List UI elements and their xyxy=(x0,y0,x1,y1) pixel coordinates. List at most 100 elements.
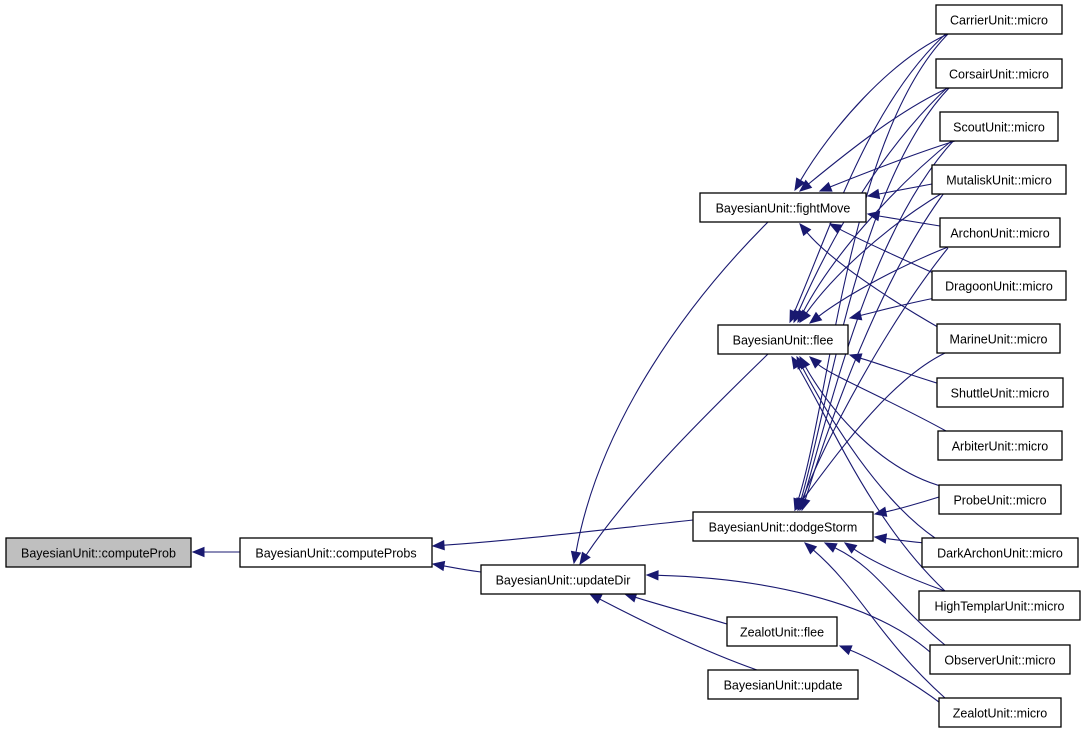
node-label: BayesianUnit::fightMove xyxy=(716,202,851,216)
node-scout[interactable]: ScoutUnit::micro xyxy=(939,111,1059,142)
node-box[interactable] xyxy=(692,511,874,542)
arrowhead-icon xyxy=(873,506,888,517)
node-box[interactable] xyxy=(480,564,646,595)
node-box[interactable] xyxy=(699,192,867,223)
edge-update-to-updateDir xyxy=(588,593,758,671)
edge-line xyxy=(575,221,769,553)
edge-archon-to-fightMove xyxy=(866,210,941,227)
node-label: BayesianUnit::dodgeStorm xyxy=(709,521,858,535)
node-box[interactable] xyxy=(939,111,1059,142)
edge-flee-to-updateDir xyxy=(579,353,769,566)
node-fightMove[interactable]: BayesianUnit::fightMove xyxy=(699,192,867,223)
node-label: MutaliskUnit::micro xyxy=(946,174,1052,188)
edge-fightMove-to-updateDir xyxy=(570,221,769,565)
node-label: CarrierUnit::micro xyxy=(950,14,1048,28)
node-label: ObserverUnit::micro xyxy=(944,654,1055,668)
edge-line xyxy=(885,496,940,513)
arrowhead-icon xyxy=(794,497,807,512)
node-computeProb[interactable]: BayesianUnit::computeProb xyxy=(5,537,192,568)
node-box[interactable] xyxy=(918,590,1081,621)
arrowhead-icon xyxy=(804,542,818,555)
node-box[interactable] xyxy=(726,616,838,647)
node-box[interactable] xyxy=(936,323,1061,354)
node-box[interactable] xyxy=(5,537,192,568)
edge-line xyxy=(802,138,956,500)
edge-line xyxy=(801,247,949,501)
edge-line xyxy=(443,565,482,573)
arrowhead-icon xyxy=(431,540,445,551)
node-box[interactable] xyxy=(931,270,1067,301)
edge-line xyxy=(878,215,941,227)
edge-line xyxy=(829,140,956,188)
edge-marine-to-dodgeStorm xyxy=(794,352,946,512)
edge-line xyxy=(808,87,949,185)
node-marine[interactable]: MarineUnit::micro xyxy=(936,323,1061,354)
edge-darkArchon-to-dodgeStorm xyxy=(873,533,926,544)
node-label: BayesianUnit::updateDir xyxy=(496,574,631,588)
edges-layer xyxy=(191,29,956,706)
node-box[interactable] xyxy=(936,377,1064,408)
node-box[interactable] xyxy=(921,537,1079,568)
edge-line xyxy=(885,537,926,544)
edge-line xyxy=(860,357,941,385)
node-update[interactable]: BayesianUnit::update xyxy=(707,669,859,700)
node-box[interactable] xyxy=(239,537,433,568)
edge-line xyxy=(817,363,947,432)
node-zealotMicro[interactable]: ZealotUnit::micro xyxy=(938,697,1062,728)
node-label: ZealotUnit::micro xyxy=(953,707,1048,721)
node-box[interactable] xyxy=(931,164,1067,195)
arrowhead-icon xyxy=(848,310,863,321)
arrowhead-icon xyxy=(799,222,812,237)
edge-line xyxy=(860,297,936,316)
edge-line xyxy=(853,548,946,592)
node-box[interactable] xyxy=(929,644,1071,675)
node-shuttle[interactable]: ShuttleUnit::micro xyxy=(936,377,1064,408)
edge-line xyxy=(801,352,946,502)
edge-scout-to-fightMove xyxy=(818,140,956,192)
node-highTemplar[interactable]: HighTemplarUnit::micro xyxy=(918,590,1081,621)
node-label: BayesianUnit::update xyxy=(724,679,843,693)
edge-line xyxy=(818,246,949,317)
edge-probe-to-flee xyxy=(799,355,945,488)
arrowhead-icon xyxy=(808,311,823,324)
node-updateDir[interactable]: BayesianUnit::updateDir xyxy=(480,564,646,595)
node-carrier[interactable]: CarrierUnit::micro xyxy=(935,4,1063,35)
node-probe[interactable]: ProbeUnit::micro xyxy=(938,484,1062,515)
node-box[interactable] xyxy=(937,430,1063,461)
node-dodgeStorm[interactable]: BayesianUnit::dodgeStorm xyxy=(692,511,874,542)
node-dragoon[interactable]: DragoonUnit::micro xyxy=(931,270,1067,301)
node-darkArchon[interactable]: DarkArchonUnit::micro xyxy=(921,537,1079,568)
arrowhead-icon xyxy=(794,177,806,192)
edge-line xyxy=(813,549,946,699)
edge-zealotMicro-to-zealotFlee xyxy=(838,645,944,706)
arrowhead-icon xyxy=(570,550,582,565)
edge-line xyxy=(804,366,945,488)
node-label: BayesianUnit::flee xyxy=(733,334,834,348)
node-computeProbs[interactable]: BayesianUnit::computeProbs xyxy=(239,537,433,568)
node-box[interactable] xyxy=(935,4,1063,35)
node-corsair[interactable]: CorsairUnit::micro xyxy=(935,58,1063,89)
edge-line xyxy=(834,547,946,646)
arrowhead-icon xyxy=(798,179,813,192)
node-zealotFlee[interactable]: ZealotUnit::flee xyxy=(726,616,838,647)
node-mutalisk[interactable]: MutaliskUnit::micro xyxy=(931,164,1067,195)
node-box[interactable] xyxy=(717,324,849,355)
node-observer[interactable]: ObserverUnit::micro xyxy=(929,644,1071,675)
node-box[interactable] xyxy=(707,669,859,700)
node-flee[interactable]: BayesianUnit::flee xyxy=(717,324,849,355)
node-label: BayesianUnit::computeProbs xyxy=(255,547,416,561)
edge-highTemplar-to-dodgeStorm xyxy=(843,542,946,592)
arrowhead-icon xyxy=(818,181,833,192)
edge-line xyxy=(802,137,956,313)
node-box[interactable] xyxy=(935,58,1063,89)
arrowhead-icon xyxy=(431,560,446,572)
node-box[interactable] xyxy=(938,484,1062,515)
arrowhead-icon xyxy=(588,593,603,604)
node-archon[interactable]: ArchonUnit::micro xyxy=(939,217,1061,248)
node-box[interactable] xyxy=(938,697,1062,728)
node-box[interactable] xyxy=(939,217,1061,248)
arrowhead-icon xyxy=(809,356,823,369)
node-arbiter[interactable]: ArbiterUnit::micro xyxy=(937,430,1063,461)
edge-line xyxy=(800,33,949,181)
